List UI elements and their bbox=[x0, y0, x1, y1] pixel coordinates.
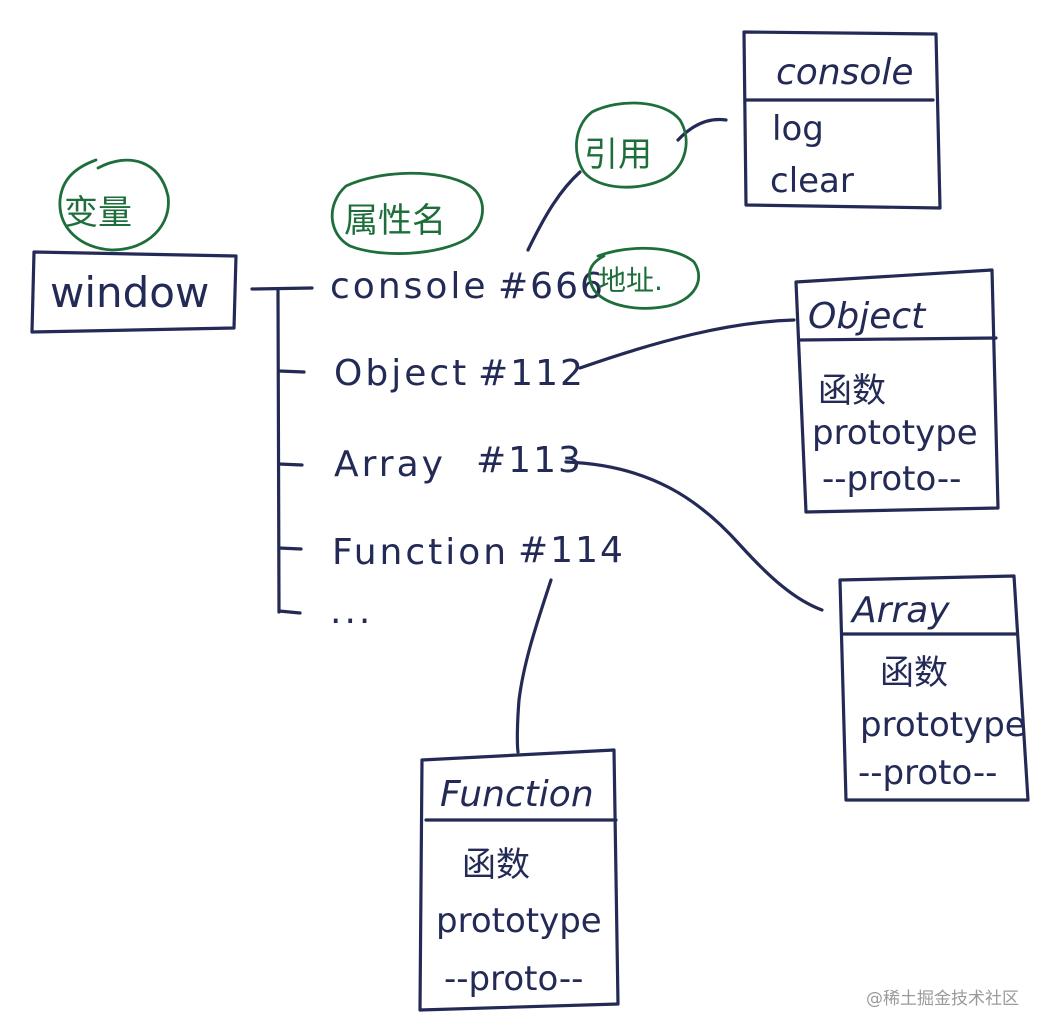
console-box-item-log: log bbox=[772, 109, 824, 149]
array-box-title: Array bbox=[850, 590, 950, 631]
annotation-reference-label: 引用 bbox=[584, 135, 652, 175]
reference-line-console-end bbox=[676, 117, 728, 142]
reference-lines bbox=[515, 117, 824, 754]
property-name-function: Function bbox=[332, 532, 509, 573]
array-box: Array 函数 prototype --proto-- bbox=[838, 574, 1030, 802]
property-tree-lines bbox=[250, 286, 314, 615]
array-box-item-function: 函数 bbox=[880, 653, 948, 693]
reference-line-console bbox=[526, 170, 582, 252]
property-address-array: #113 bbox=[476, 440, 583, 481]
property-address-console: #666 bbox=[498, 266, 605, 307]
console-box-title: console bbox=[776, 52, 914, 93]
reference-line-array bbox=[564, 460, 824, 612]
console-box: console log clear bbox=[742, 30, 942, 210]
annotation-reference: 引用 bbox=[575, 101, 688, 189]
property-address-object: #112 bbox=[478, 353, 585, 394]
property-more: ... bbox=[330, 591, 373, 632]
reference-line-object bbox=[578, 318, 796, 370]
property-name-more: ... bbox=[330, 591, 373, 632]
property-array: Array #113 bbox=[334, 440, 583, 485]
property-name-array: Array bbox=[334, 444, 446, 485]
property-function: Function #114 bbox=[332, 530, 625, 573]
annotation-address: 地址. bbox=[588, 246, 700, 310]
reference-line-function bbox=[515, 578, 553, 754]
watermark-text: @稀土掘金技术社区 bbox=[866, 989, 1019, 1009]
object-box-item-proto: --proto-- bbox=[822, 459, 961, 499]
function-box-item-proto: --proto-- bbox=[444, 959, 583, 999]
object-box-item-prototype: prototype bbox=[812, 413, 978, 453]
property-address-function: #114 bbox=[518, 530, 625, 571]
property-name-console: console bbox=[330, 266, 489, 307]
function-box-item-prototype: prototype bbox=[436, 901, 602, 941]
object-box-item-function: 函数 bbox=[818, 371, 886, 411]
window-label: window bbox=[50, 268, 209, 317]
annotation-property-name: 属性名 bbox=[330, 171, 484, 255]
function-box-item-function: 函数 bbox=[462, 845, 530, 885]
array-box-item-prototype: prototype bbox=[860, 705, 1026, 745]
function-box: Function 函数 prototype --proto-- bbox=[418, 748, 620, 1012]
object-box-title: Object bbox=[808, 296, 927, 337]
property-console: console #666 bbox=[330, 266, 605, 307]
annotation-variable-label: 变量 bbox=[64, 193, 132, 233]
property-object: Object #112 bbox=[334, 353, 585, 394]
object-box: Object 函数 prototype --proto-- bbox=[794, 268, 1000, 514]
function-box-title: Function bbox=[440, 774, 594, 815]
property-name-object: Object bbox=[334, 353, 469, 394]
annotation-property-name-label: 属性名 bbox=[344, 201, 446, 241]
annotation-address-label: 地址. bbox=[598, 264, 663, 297]
array-box-item-proto: --proto-- bbox=[858, 753, 997, 793]
console-box-item-clear: clear bbox=[770, 161, 854, 201]
window-node: window bbox=[30, 250, 238, 334]
annotation-variable: 变量 bbox=[58, 158, 170, 252]
